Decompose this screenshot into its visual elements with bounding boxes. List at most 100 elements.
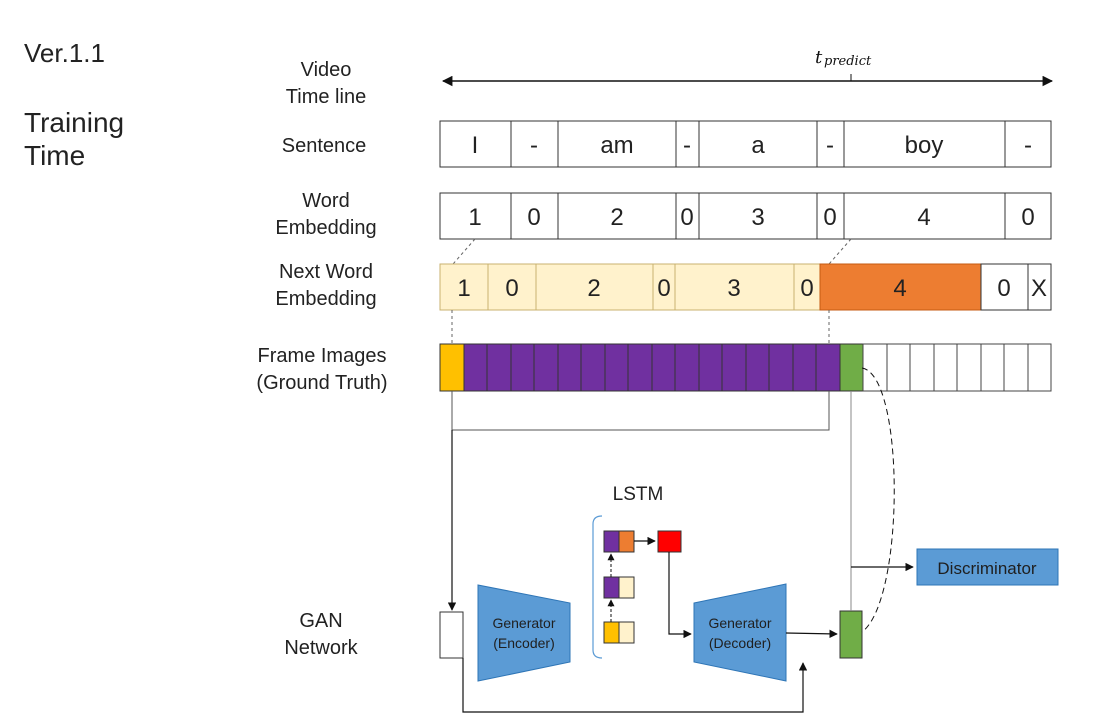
next-word-cell (793, 263, 821, 311)
lstm-state-orange (618, 530, 635, 553)
sentence-cell (1004, 120, 1052, 168)
word-embedding-value: 4 (917, 204, 930, 231)
mode-label-line1: Training (24, 107, 124, 138)
word-embedding-value: 3 (751, 204, 764, 231)
next-word-value: 3 (727, 275, 740, 302)
word-embedding-cell (698, 192, 818, 240)
next-word-value: 4 (893, 275, 906, 302)
frame-image-empty (909, 343, 935, 392)
gan-input-frame (439, 611, 464, 659)
encoder-label-line2: (Encoder) (493, 635, 554, 651)
next-word-label-line1: Next Word (279, 261, 373, 283)
frame-image-empty (886, 343, 911, 392)
sentence-cell (439, 120, 512, 168)
frame-images-row (439, 343, 1052, 392)
sentence-word: a (751, 132, 765, 159)
next-word-cell (535, 263, 654, 311)
frame-image (604, 343, 629, 392)
frames-label-line2: (Ground Truth) (256, 372, 387, 394)
next-word-cell (1027, 263, 1052, 311)
timeline-label-line1: Video (301, 59, 352, 81)
decoder-output-arrow (785, 629, 838, 639)
sentence-word: - (530, 132, 538, 159)
frame-image (627, 343, 653, 392)
lstm-label: LSTM (613, 484, 664, 505)
frame-image (698, 343, 723, 392)
word-embedding-cell (510, 192, 559, 240)
predict-subscript: predict (824, 54, 872, 69)
frame-image (533, 343, 559, 392)
frame-image (815, 343, 841, 392)
frame-image-empty (933, 343, 958, 392)
frame-image (674, 343, 700, 392)
word-embedding-cell (816, 192, 845, 240)
next-word-value: 0 (997, 275, 1010, 302)
gan-label-line1: GAN (299, 610, 342, 632)
lstm-state-purple (603, 576, 620, 599)
next-word-cell (674, 263, 795, 311)
next-word-value: X (1031, 275, 1047, 302)
generator-encoder (477, 584, 571, 682)
sentence-cell (843, 120, 1006, 168)
frame-image (721, 343, 747, 392)
frame-image-empty (862, 343, 888, 392)
word-embedding-label-line2: Embedding (275, 217, 376, 239)
sentence-cell (816, 120, 845, 168)
frame-image (745, 343, 770, 392)
sentence-cell (698, 120, 818, 168)
decoder-label-line2: (Decoder) (709, 635, 771, 651)
next-word-cell (487, 263, 537, 311)
frame-image-empty (956, 343, 982, 392)
word-embedding-value: 1 (468, 204, 481, 231)
word-embedding-cell (1004, 192, 1052, 240)
next-word-value: 0 (505, 275, 518, 302)
sentence-word: - (1024, 132, 1032, 159)
word-embedding-cell (843, 192, 1006, 240)
shift-connector (828, 238, 852, 265)
frame-image (486, 343, 512, 392)
latent-to-decoder-arrow (668, 552, 692, 639)
generator-decoder (693, 583, 787, 682)
word-embedding-row: 1 0 2 0 3 0 4 0 (439, 192, 1052, 240)
frame-image (651, 343, 676, 392)
frame-image (463, 343, 488, 392)
word-embedding-label-line1: Word (302, 190, 349, 212)
next-word-label-line2: Embedding (275, 288, 376, 310)
lstm-output-state (657, 530, 682, 553)
frame-image-target (839, 343, 864, 392)
sentence-row: I - am - a - boy - (439, 120, 1052, 168)
encoder-label-line1: Generator (492, 615, 555, 631)
frame-image (557, 343, 582, 392)
gan-label-line2: Network (284, 637, 358, 659)
shift-connector (452, 238, 476, 265)
next-word-embedding-row: 1 0 2 0 3 0 4 0 X (439, 263, 1052, 311)
frame-image (792, 343, 817, 392)
sentence-word: boy (905, 132, 944, 159)
next-word-value: 1 (457, 275, 470, 302)
generated-frame (839, 610, 863, 659)
version-label: Ver.1.1 (24, 38, 105, 68)
sentence-word: I (472, 132, 479, 159)
sentence-cell (510, 120, 559, 168)
next-word-value: 0 (800, 275, 813, 302)
frame-image-empty (980, 343, 1005, 392)
word-embedding-value: 0 (680, 204, 693, 231)
next-word-cell-target (819, 263, 982, 311)
lstm-bracket (592, 515, 603, 659)
discriminator-label: Discriminator (937, 559, 1037, 578)
word-embedding-value: 0 (1021, 204, 1034, 231)
sentence-word: am (600, 132, 633, 159)
next-word-cell (980, 263, 1029, 311)
lstm-state-cream (618, 621, 635, 644)
sentence-cell (557, 120, 677, 168)
lstm-state-cream (618, 576, 635, 599)
frame-image-first (439, 343, 465, 392)
frame-image (580, 343, 606, 392)
lstm-state-purple (603, 530, 620, 553)
frames-label-line1: Frame Images (258, 345, 387, 367)
frame-range-bracket (451, 391, 830, 431)
lstm-state-yellow (603, 621, 620, 644)
word-embedding-value: 0 (823, 204, 836, 231)
